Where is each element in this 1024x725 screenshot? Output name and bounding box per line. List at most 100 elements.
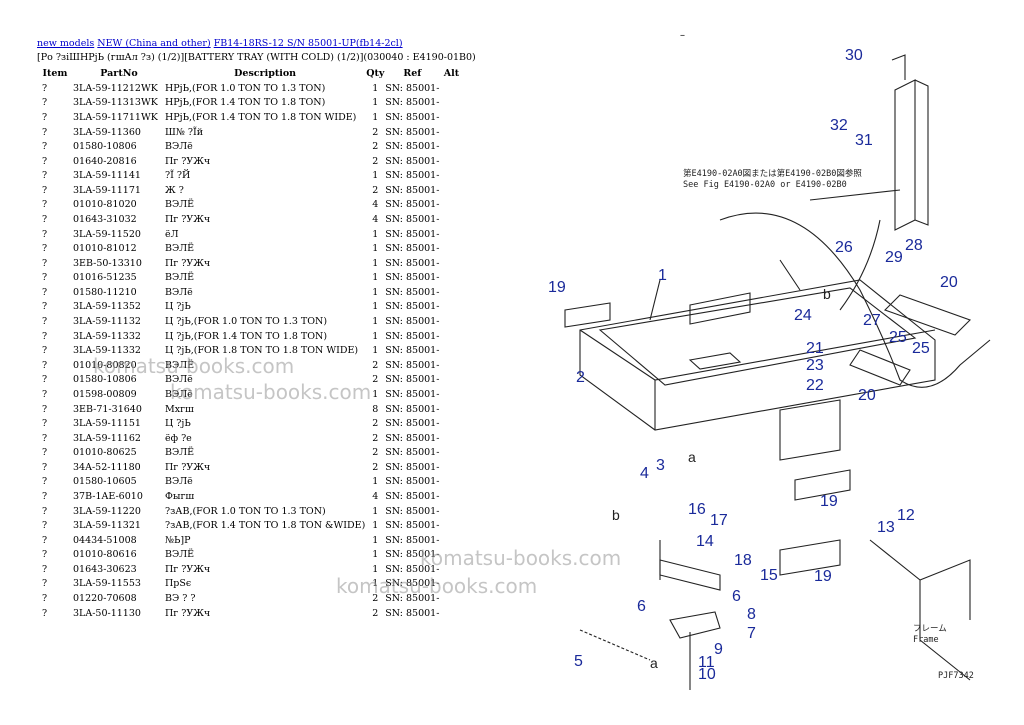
letter-a: a xyxy=(688,449,696,465)
callout-19: 19 xyxy=(548,279,566,296)
cell-qty: 2 xyxy=(372,184,379,196)
cell-alt xyxy=(439,402,463,417)
cell-partno: 34A-52-11180 xyxy=(73,461,141,473)
cell-item: ? xyxy=(42,213,48,225)
cell-partno: 3LA-59-11212WK xyxy=(73,82,158,94)
cell-alt xyxy=(439,606,463,621)
cell-partno: 01580-10806 xyxy=(73,141,137,153)
cell-qty: 1 xyxy=(372,578,379,590)
cell-alt xyxy=(439,533,463,548)
cell-item: ? xyxy=(42,388,48,400)
cell-description: НРјЬ,(FOR 1.4 TON TO 1.8 TON WIDE) xyxy=(165,111,357,123)
callout-7: 7 xyxy=(747,625,756,642)
see-fig-jp: 第E4190-02A0図または第E4190-02B0図参照 xyxy=(683,168,862,179)
cell-item: ? xyxy=(42,286,48,298)
cell-description: Ц ?јЬ,(FOR 1.8 TON TO 1.8 TON WIDE) xyxy=(165,345,359,357)
cell-item: ? xyxy=(42,141,48,153)
cell-partno: 3LA-59-11321 xyxy=(73,520,141,532)
cell-item: ? xyxy=(42,243,48,255)
cell-item: ? xyxy=(42,607,48,619)
cell-ref: SN: 85001- xyxy=(385,155,440,167)
cell-qty: 2 xyxy=(372,126,379,138)
cell-qty: 8 xyxy=(372,403,379,415)
cell-qty: 2 xyxy=(372,141,379,153)
cell-partno: 3LA-59-11171 xyxy=(73,184,141,196)
cell-ref: SN: 85001- xyxy=(385,126,440,138)
cell-ref: SN: 85001- xyxy=(385,359,440,371)
cell-alt xyxy=(439,125,463,140)
callout-25: 25 xyxy=(889,329,907,346)
breadcrumb-link-model[interactable]: FB14-18RS-12 S/N 85001-UP(fb14-2cl) xyxy=(213,38,403,49)
cell-partno: 3LA-59-11332 xyxy=(73,330,141,342)
cell-alt xyxy=(439,475,463,490)
cell-description: ВЭЛё xyxy=(165,286,193,298)
letter-b: b xyxy=(823,286,831,302)
cell-item: ? xyxy=(42,184,48,196)
cell-ref: SN: 85001- xyxy=(385,184,440,196)
cell-qty: 1 xyxy=(372,345,379,357)
callout-20b: 20 xyxy=(858,387,876,404)
cell-item: ? xyxy=(42,418,48,430)
parts-table: Item PartNo Description Qty Ref Alt ?3LA… xyxy=(37,66,463,620)
cell-description: ВЭЛЁ xyxy=(165,272,195,284)
cell-partno: 3LA-59-11132 xyxy=(73,316,141,328)
cell-alt xyxy=(439,183,463,198)
callout-19c: 19 xyxy=(814,568,832,585)
cell-ref: SN: 85001- xyxy=(385,374,440,386)
breadcrumb-link-region[interactable]: NEW (China and other) xyxy=(97,38,211,49)
cell-alt xyxy=(439,241,463,256)
cell-ref: SN: 85001- xyxy=(385,243,440,255)
cell-partno: 01010-80625 xyxy=(73,447,137,459)
callout-26: 26 xyxy=(835,239,853,256)
table-header-row: Item PartNo Description Qty Ref Alt xyxy=(37,66,463,81)
cell-description: ?Ĩ ?Й xyxy=(165,170,191,182)
header-alt: Alt xyxy=(443,68,460,79)
cell-description: №Ь]Р xyxy=(165,534,191,546)
cell-ref: SN: 85001- xyxy=(385,345,440,357)
callout-14: 14 xyxy=(696,533,714,550)
cell-ref: SN: 85001- xyxy=(385,607,440,619)
cell-qty: 1 xyxy=(372,272,379,284)
cell-description: ВЭЛЁ xyxy=(165,359,195,371)
cell-item: ? xyxy=(42,403,48,415)
cell-qty: 1 xyxy=(372,563,379,575)
cell-description: Пг ?УЖч xyxy=(165,607,211,619)
callout-6: 6 xyxy=(637,598,646,615)
cell-alt xyxy=(439,314,463,329)
cell-alt xyxy=(439,285,463,300)
callout-9: 9 xyxy=(714,641,723,658)
cell-ref: SN: 85001- xyxy=(385,213,440,225)
header-description: Description xyxy=(234,68,297,79)
cell-alt xyxy=(439,271,463,286)
cell-qty: 1 xyxy=(372,549,379,561)
cell-item: ? xyxy=(42,126,48,138)
cell-description: ?зАВ,(FOR 1.0 TON TO 1.3 TON) xyxy=(165,505,326,517)
breadcrumb: new models NEW (China and other) FB14-18… xyxy=(37,38,403,49)
cell-ref: SN: 85001- xyxy=(385,97,440,109)
cell-ref: SN: 85001- xyxy=(385,228,440,240)
cell-description: ВЭЛЁ xyxy=(165,447,195,459)
cell-item: ? xyxy=(42,301,48,313)
callout-6b: 6 xyxy=(732,588,741,605)
cell-qty: 1 xyxy=(372,388,379,400)
cell-ref: SN: 85001- xyxy=(385,170,440,182)
cell-partno: 01643-30623 xyxy=(73,563,137,575)
cell-item: ? xyxy=(42,593,48,605)
cell-partno: 01580-10605 xyxy=(73,476,137,488)
cell-partno: 3EB-71-31640 xyxy=(73,403,142,415)
cell-ref: SN: 85001- xyxy=(385,199,440,211)
breadcrumb-link-new-models[interactable]: new models xyxy=(37,38,95,49)
cell-description: ёЛ xyxy=(165,228,179,240)
cell-ref: SN: 85001- xyxy=(385,257,440,269)
